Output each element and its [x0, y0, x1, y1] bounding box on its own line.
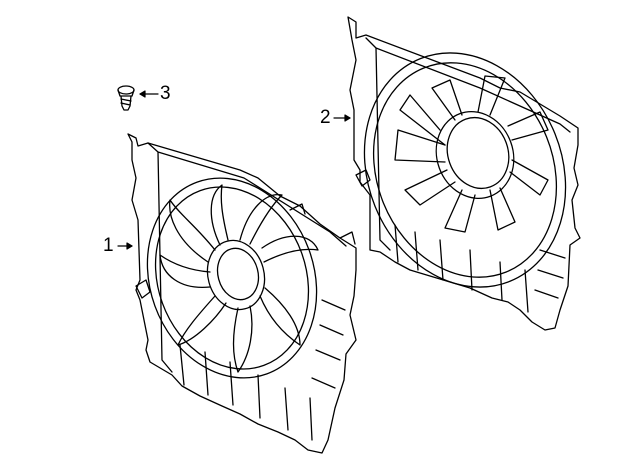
callout-3: 3: [160, 83, 171, 104]
fan-ring-2-outer: [363, 52, 567, 288]
fan-ring-1-inner: [154, 186, 310, 370]
screw-thread: [120, 98, 132, 106]
leader-arrows: [117, 90, 351, 250]
screw-shank: [117, 89, 135, 111]
fan-blades-1: [159, 184, 319, 373]
hub-1-outer: [206, 239, 266, 311]
screw-head: [117, 85, 135, 95]
fan-ring-2-inner: [372, 62, 558, 278]
callout-1: 1: [103, 235, 114, 256]
screw-3: [117, 85, 135, 111]
hub-2-outer: [435, 111, 515, 199]
fan-assembly-2: [347, 16, 581, 331]
fan-blades-2: [394, 75, 549, 233]
hub-2-inner: [446, 116, 510, 190]
hub-1-inner: [216, 247, 260, 301]
shroud-2-inner-lip: [365, 37, 571, 251]
shroud-1-inner-lip: [147, 142, 347, 373]
shroud-2-ribs: [355, 169, 566, 313]
callout-2: 2: [320, 107, 331, 128]
shroud-2-outline: [347, 16, 581, 331]
shroud-1-ribs: [135, 203, 356, 441]
shroud-1-outline: [127, 133, 357, 454]
fan-assembly-1: [127, 133, 357, 454]
